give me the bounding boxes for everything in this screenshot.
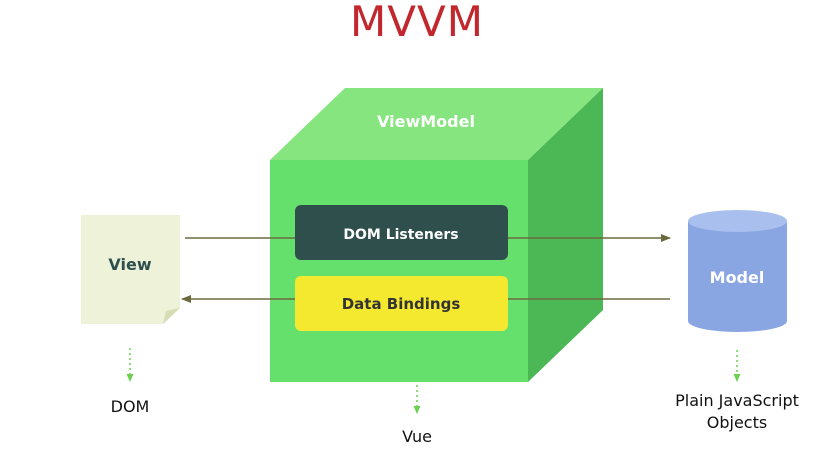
cube-top-face: [270, 88, 603, 160]
viewmodel-label: ViewModel: [377, 112, 475, 131]
model-cylinder: Model: [688, 210, 787, 332]
viewmodel-cube: ViewModel: [270, 88, 603, 382]
dom-listeners-box: [295, 205, 508, 260]
cube-front-face: [270, 160, 528, 382]
dom-listeners-label: DOM Listeners: [343, 227, 458, 243]
page-title: MVVM: [350, 0, 484, 46]
vue-label: Vue: [402, 427, 432, 446]
data-bindings-label: Data Bindings: [342, 295, 461, 313]
view-label: View: [108, 255, 151, 274]
model-label: Model: [710, 268, 765, 287]
plain-js-label-line2: Objects: [707, 413, 767, 432]
plain-js-label-line1: Plain JavaScript: [675, 391, 799, 410]
cube-side-face: [528, 88, 603, 382]
view-document: View: [81, 215, 180, 324]
data-bindings-box: [295, 276, 508, 331]
dom-label: DOM: [111, 397, 150, 416]
